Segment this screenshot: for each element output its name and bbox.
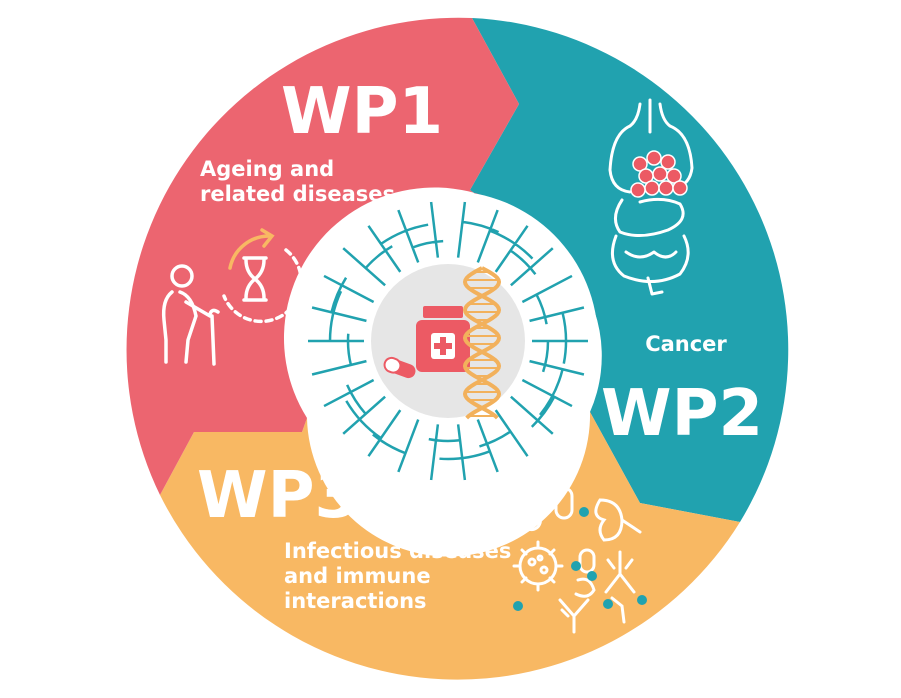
- antibody-icon: [558, 550, 636, 634]
- pathogen-dot: [603, 599, 613, 609]
- pathogen-dot: [513, 601, 523, 611]
- tumor-cell: [660, 154, 676, 170]
- pathogen-dot: [571, 561, 581, 571]
- pathogen-dots: [513, 507, 647, 611]
- wp1-segment: [126, 17, 562, 495]
- medicine-bottle-icon: [416, 306, 470, 372]
- pathogen-dot: [637, 595, 647, 605]
- wp1-title: WP1: [281, 75, 443, 149]
- tumor-cell: [652, 166, 668, 182]
- tumor-cell: [658, 180, 674, 196]
- tumor-cell: [630, 182, 646, 198]
- wp3-segment: [160, 412, 740, 680]
- tumor-cell: [646, 150, 662, 166]
- wp3-title: WP3: [197, 459, 359, 533]
- dna-strand-2: [462, 266, 502, 420]
- wp1-subtitle-line1: Ageing and: [200, 157, 334, 181]
- phylogenetic-tree-icon: [308, 201, 588, 481]
- dna-strand-1: [462, 266, 502, 420]
- tree-branches: [308, 201, 588, 481]
- tumor-cell: [644, 180, 660, 196]
- dna-icon: [462, 266, 502, 420]
- wp1-subtitle-line2: related diseases: [200, 182, 395, 206]
- wp2-segment: [470, 18, 789, 522]
- wp2-title: WP2: [601, 377, 763, 451]
- wp3-subtitle-line3: interactions: [284, 589, 427, 613]
- wp2-subtitle: Cancer: [645, 332, 727, 356]
- tumor-cell: [666, 168, 682, 184]
- pill-icon: [383, 356, 416, 379]
- tumor-cell: [632, 156, 648, 172]
- hourglass-cycle-icon: [222, 228, 303, 324]
- pathogen-dot: [579, 507, 589, 517]
- wp3-subtitle-line2: and immune: [284, 564, 431, 588]
- wp3-subtitle-line1: Infectious diseases: [284, 539, 511, 563]
- microbes-icon: [512, 486, 642, 598]
- tumor-cluster-icon: [630, 150, 688, 198]
- pathogen-dot: [587, 571, 597, 581]
- elderly-person-icon: [161, 264, 220, 366]
- tumor-cell: [672, 180, 688, 196]
- organs-icon: [608, 98, 694, 296]
